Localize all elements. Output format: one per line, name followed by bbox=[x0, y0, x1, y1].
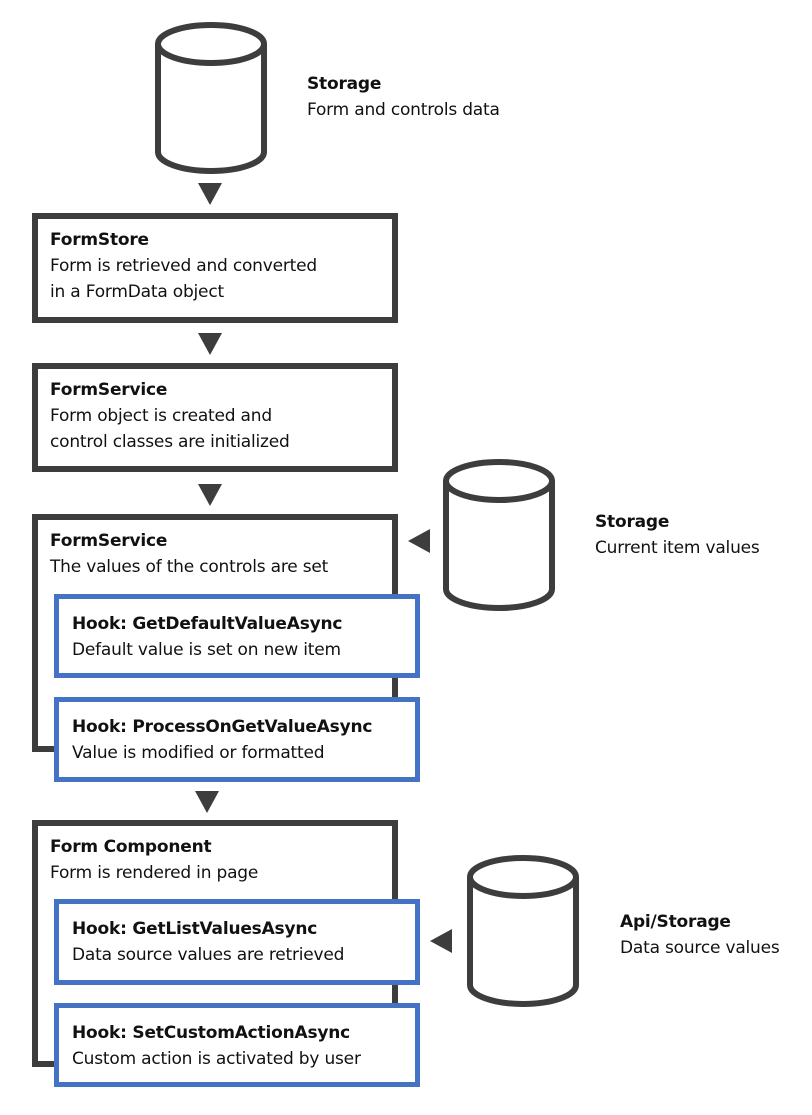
hook-desc: Default value is set on new item bbox=[72, 640, 341, 660]
storage-label: Storage Current item values bbox=[595, 509, 760, 561]
arrow-down-icon bbox=[198, 484, 222, 506]
arrow-left-icon bbox=[408, 529, 430, 553]
database-icon bbox=[467, 855, 579, 1007]
hook-get-list-values: Hook: GetListValuesAsync Data source val… bbox=[54, 899, 420, 985]
arrow-down-icon bbox=[195, 791, 219, 813]
step-desc-line: Form object is created and bbox=[50, 406, 272, 426]
hook-title: Hook: GetListValuesAsync bbox=[72, 919, 318, 939]
hook-title: Hook: ProcessOnGetValueAsync bbox=[72, 717, 373, 737]
storage-desc: Data source values bbox=[620, 938, 780, 958]
step-desc-line: in a FormData object bbox=[50, 282, 224, 302]
storage-desc: Form and controls data bbox=[307, 100, 500, 120]
hook-title: Hook: SetCustomActionAsync bbox=[72, 1023, 351, 1043]
step-formstore: FormStore Form is retrieved and converte… bbox=[32, 213, 398, 323]
database-icon bbox=[155, 22, 267, 174]
step-title: FormService bbox=[50, 380, 168, 400]
hook-title: Hook: GetDefaultValueAsync bbox=[72, 614, 343, 634]
arrow-down-icon bbox=[198, 183, 222, 205]
storage-label: Api/Storage Data source values bbox=[620, 909, 780, 961]
step-desc-line: control classes are initialized bbox=[50, 432, 290, 452]
hook-set-custom-action: Hook: SetCustomActionAsync Custom action… bbox=[54, 1003, 420, 1087]
storage-title: Api/Storage bbox=[620, 912, 731, 932]
step-desc-line: Form is rendered in page bbox=[50, 863, 259, 883]
hook-desc: Custom action is activated by user bbox=[72, 1049, 361, 1069]
hook-desc: Value is modified or formatted bbox=[72, 743, 325, 763]
step-title: FormService bbox=[50, 531, 168, 551]
database-icon bbox=[443, 459, 555, 611]
arrow-down-icon bbox=[198, 333, 222, 355]
step-title: Form Component bbox=[50, 837, 212, 857]
hook-process-on-get-value: Hook: ProcessOnGetValueAsync Value is mo… bbox=[54, 697, 420, 782]
arrow-left-icon bbox=[430, 929, 452, 953]
step-desc-line: The values of the controls are set bbox=[50, 557, 329, 577]
step-formservice-init: FormService Form object is created and c… bbox=[32, 363, 398, 472]
step-title: FormStore bbox=[50, 230, 149, 250]
hook-get-default-value: Hook: GetDefaultValueAsync Default value… bbox=[54, 594, 420, 678]
storage-title: Storage bbox=[307, 74, 382, 94]
step-desc-line: Form is retrieved and converted bbox=[50, 256, 317, 276]
storage-title: Storage bbox=[595, 512, 670, 532]
hook-desc: Data source values are retrieved bbox=[72, 945, 345, 965]
storage-desc: Current item values bbox=[595, 538, 760, 558]
storage-label: Storage Form and controls data bbox=[307, 71, 500, 123]
